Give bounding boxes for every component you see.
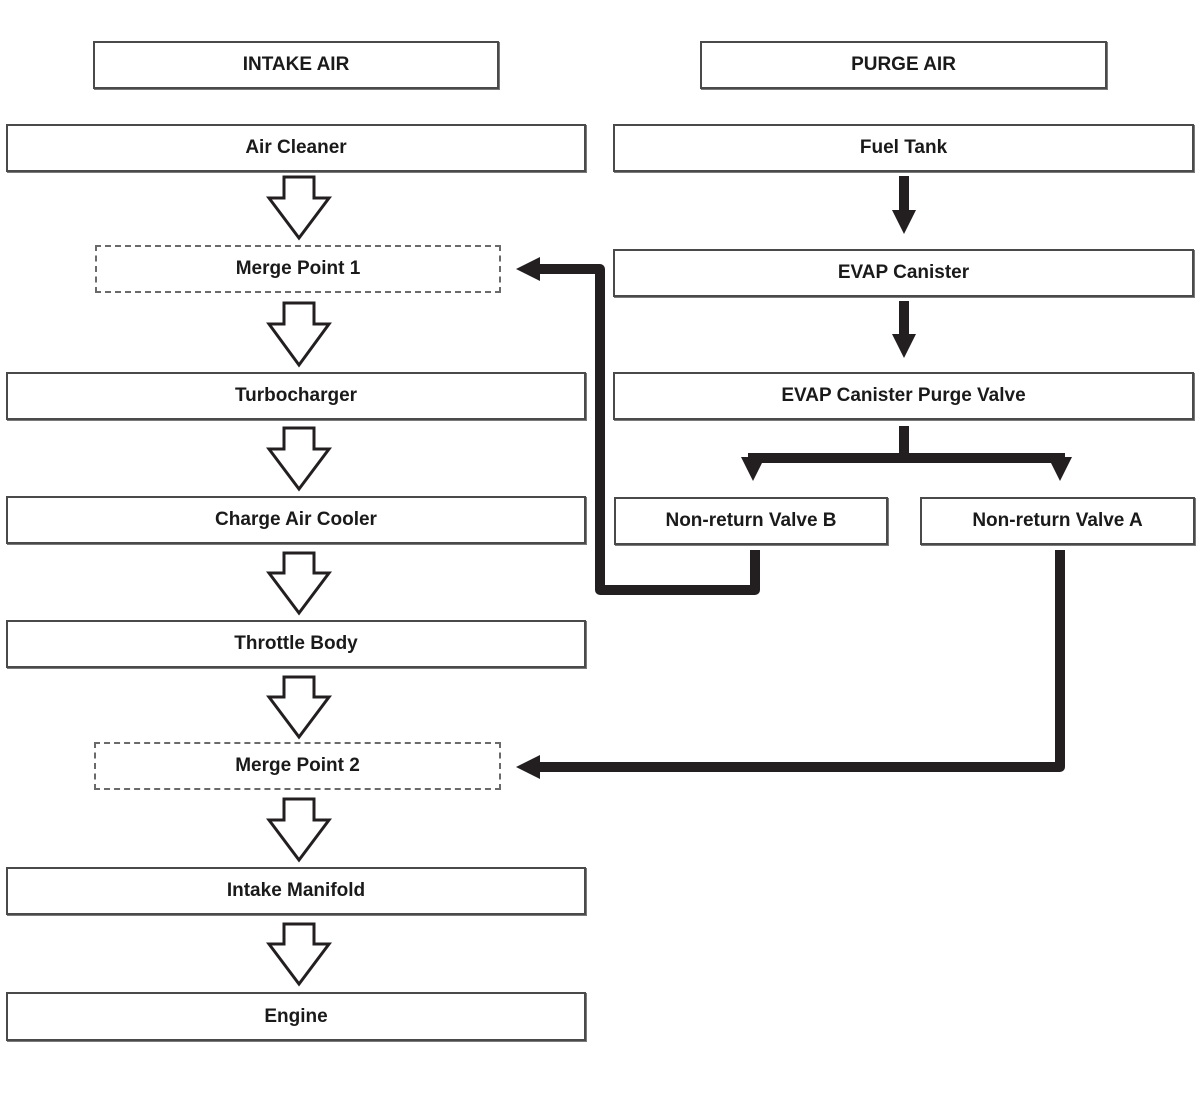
fuel-tank-label: Fuel Tank (859, 137, 948, 158)
hollow-arrow-merge-2-to-intake-manifold (266, 797, 332, 863)
hollow-arrow-air-cleaner-to-merge-1 (266, 175, 332, 241)
non-return-valve-b-box: Non-return Valve B (614, 497, 888, 545)
charge-air-cooler-label: Charge Air Cooler (215, 509, 377, 530)
air-cleaner-label: Air Cleaner (245, 137, 347, 158)
merge-point-2-box: Merge Point 2 (94, 742, 501, 790)
hollow-arrow-charge-cooler-to-throttle-body (266, 551, 332, 616)
charge-air-cooler-box: Charge Air Cooler (6, 496, 586, 544)
merge-point-1-box: Merge Point 1 (95, 245, 501, 293)
merge-point-1-label: Merge Point 1 (235, 258, 361, 279)
intake-manifold-label: Intake Manifold (226, 880, 366, 901)
intake-air-header-label: INTAKE AIR (242, 54, 350, 75)
purge-valve-label: EVAP Canister Purge Valve (781, 385, 1026, 406)
hollow-arrow-turbocharger-to-charge-cooler (266, 426, 332, 492)
purge-air-header: PURGE AIR (700, 41, 1107, 89)
intake-manifold-box: Intake Manifold (6, 867, 586, 915)
line-valve-a-to-merge-point-2 (516, 550, 1065, 779)
merge-point-2-label: Merge Point 2 (235, 755, 360, 776)
purge-valve-box: EVAP Canister Purge Valve (613, 372, 1194, 420)
non-return-valve-a-label: Non-return Valve A (972, 510, 1143, 531)
engine-label: Engine (264, 1005, 328, 1027)
purge-air-header-label: PURGE AIR (851, 54, 956, 75)
turbocharger-box: Turbocharger (6, 372, 586, 420)
turbocharger-label: Turbocharger (234, 385, 358, 406)
non-return-valve-a-box: Non-return Valve A (920, 497, 1195, 545)
intake-air-header: INTAKE AIR (93, 41, 499, 89)
air-cleaner-box: Air Cleaner (6, 124, 586, 172)
evap-canister-box: EVAP Canister (613, 249, 1194, 297)
hollow-arrow-intake-manifold-to-engine (266, 922, 332, 987)
line-valve-b-to-merge-point-1 (516, 257, 760, 595)
evap-canister-label: EVAP Canister (837, 262, 970, 283)
throttle-body-box: Throttle Body (6, 620, 586, 668)
fuel-tank-box: Fuel Tank (613, 124, 1194, 172)
throttle-body-label: Throttle Body (234, 633, 358, 654)
hollow-arrow-throttle-body-to-merge-2 (266, 675, 332, 740)
hollow-arrow-merge-1-to-turbocharger (266, 301, 332, 368)
non-return-valve-b-label: Non-return Valve B (665, 510, 837, 531)
engine-box: Engine (6, 992, 586, 1041)
